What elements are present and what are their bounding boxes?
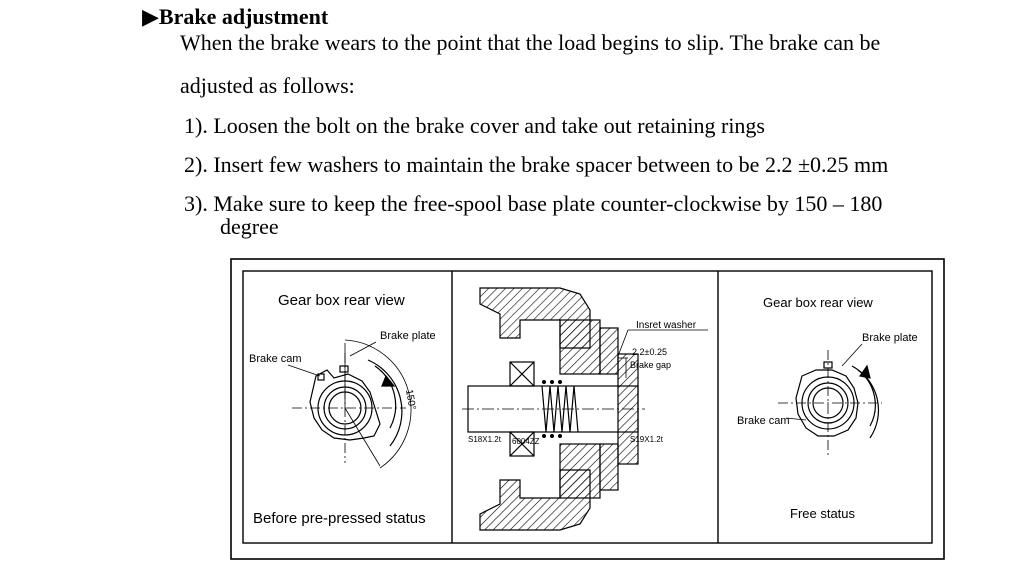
spring: [541, 385, 579, 433]
left-panel: Gear box rear view Brake plate Brake cam…: [249, 292, 436, 527]
step-3: 3). Make sure to keep the free-spool bas…: [184, 191, 883, 216]
left-seal-label: S18X1.2t: [468, 435, 502, 444]
step-2: 2). Insert few washers to maintain the b…: [184, 152, 889, 177]
figure-inner-frame: [242, 270, 933, 544]
right-panel-caption: Free status: [790, 506, 856, 521]
gap-value-label: 2.2±0.25: [632, 347, 667, 357]
right-panel: Gear box rear view Brake plate Brake cam…: [737, 295, 918, 521]
left-panel-title: Gear box rear view: [278, 292, 405, 309]
brake-disc-top: [559, 319, 601, 375]
brake-diagram-figure: Gear box rear view Brake plate Brake cam…: [230, 258, 945, 560]
center-panel: Insret washer 2.2±0.25 Brake gap S18X1.2…: [462, 287, 708, 531]
triangle-bullet-icon: ▶: [142, 4, 159, 29]
right-brake-plate-label: Brake plate: [862, 332, 918, 344]
left-panel-caption: Before pre-pressed status: [253, 510, 426, 527]
right-brake-cam-label: Brake cam: [737, 415, 790, 427]
gap-label: Brake gap: [630, 360, 671, 370]
washer-dots: [542, 380, 562, 438]
step-3-continuation: degree: [220, 214, 279, 239]
step-1: 1). Loosen the bolt on the brake cover a…: [184, 113, 765, 138]
insert-washer-label: Insret washer: [636, 320, 697, 331]
right-gear-drawing: [778, 343, 882, 458]
brake-plate-bottom: [599, 443, 619, 491]
bearings: [509, 361, 535, 457]
intro-line-1: When the brake wears to the point that t…: [180, 30, 881, 55]
brake-plate-top: [599, 327, 619, 375]
section-heading: ▶Brake adjustment: [142, 4, 328, 30]
bearing-label: 6004ZZ: [512, 437, 540, 446]
intro-line-2: adjusted as follows:: [180, 73, 355, 98]
right-flange: [617, 353, 639, 465]
figure-frame: [230, 258, 945, 560]
right-seal-label: S19X1.2t: [630, 435, 664, 444]
left-brake-cam-label: Brake cam: [249, 353, 302, 365]
left-brake-plate-label: Brake plate: [380, 330, 436, 342]
left-gear-drawing: [287, 339, 412, 469]
section-title: Brake adjustment: [158, 4, 329, 29]
brake-disc-bottom: [559, 443, 601, 499]
right-panel-title: Gear box rear view: [763, 295, 873, 310]
